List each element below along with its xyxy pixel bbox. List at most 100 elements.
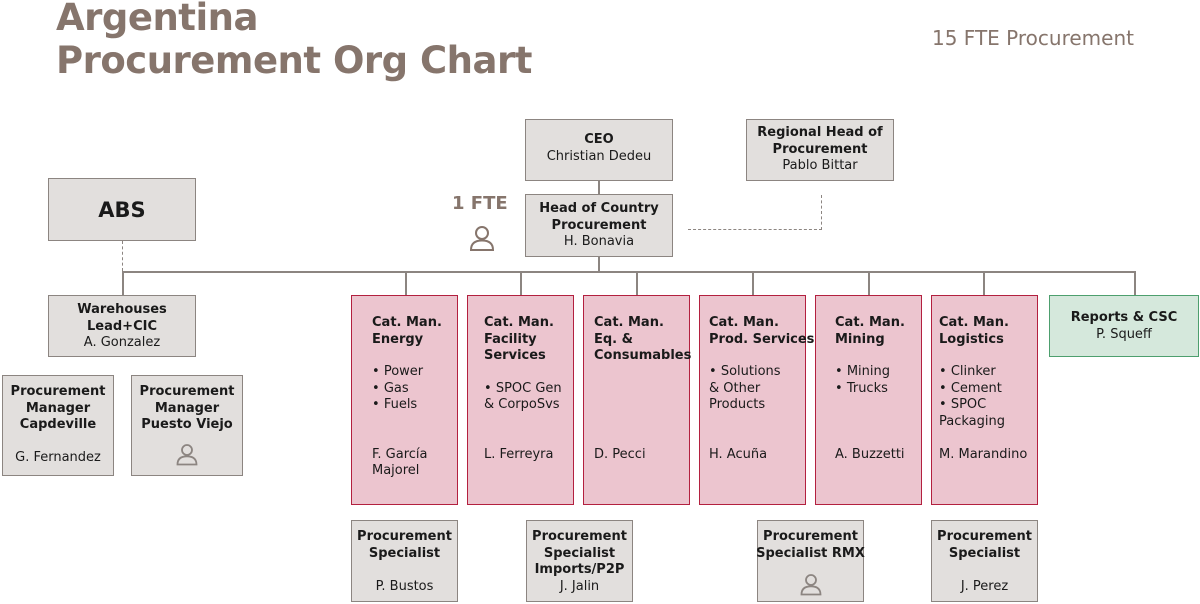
ceo-box: CEO Christian Dedeu: [525, 119, 673, 181]
cat-energy-b3: Fuels: [372, 397, 447, 414]
connector-abs-bus: [122, 241, 123, 271]
cat-prod-b1: Solutions: [709, 364, 795, 381]
spec-bustos-line1: Procurement: [357, 529, 452, 544]
cat-logistics-b1: Clinker: [939, 364, 1027, 381]
spec-bustos-line2: Specialist: [368, 545, 441, 561]
cat-mining-l2: Mining: [835, 331, 885, 347]
warehouses-box: Warehouses Lead+CIC A. Gonzalez: [48, 295, 196, 357]
spec-rmx-line1: Procurement: [763, 529, 858, 544]
warehouses-role-line1: Warehouses: [77, 302, 167, 317]
cat-facility-b1: SPOC Gen: [484, 381, 563, 398]
connector-cat-facility: [520, 271, 522, 295]
pm-puesto-line1: Procurement: [139, 384, 235, 399]
cat-facility-b1b: & CorpoSvs: [484, 397, 560, 412]
cat-facility-l2: Facility: [484, 331, 537, 347]
cat-energy-l1: Cat. Man.: [372, 315, 442, 330]
pm-capdeville-line3: Capdeville: [19, 417, 97, 432]
cat-logistics-l1: Cat. Man.: [939, 315, 1009, 330]
pm-puesto-viejo-box: Procurement Manager Puesto Viejo: [131, 375, 243, 476]
head-role-line2: Procurement: [551, 217, 647, 233]
title-line2: Procurement Org Chart: [56, 39, 532, 82]
cat-mining-b1: Mining: [835, 364, 911, 381]
cat-prod-b1b: & Other: [709, 380, 761, 396]
connector-head-regional-h: [688, 229, 822, 230]
cat-man-logistics-box: Cat. Man. Logistics Clinker Cement SPOC …: [931, 295, 1038, 505]
abs-box: ABS: [48, 178, 196, 241]
spec-perez-name: J. Perez: [960, 579, 1009, 594]
cat-energy-n2: Majorel: [372, 463, 420, 478]
cat-facility-l1: Cat. Man.: [484, 315, 554, 330]
pm-puesto-line2: Manager: [154, 400, 220, 416]
cat-logistics-n1: M. Marandino: [939, 446, 1028, 462]
head-name: H. Bonavia: [563, 234, 635, 249]
cat-mining-b2: Trucks: [835, 381, 911, 398]
spec-bustos-name: P. Bustos: [375, 579, 434, 594]
cat-prod-b1c: Products: [709, 397, 766, 412]
pm-capdeville-line1: Procurement: [10, 384, 106, 399]
cat-man-eq-box: Cat. Man. Eq. & Consumables D. Pecci: [583, 295, 692, 505]
connector-bus: [122, 271, 1135, 273]
title-line1: Argentina: [56, 0, 258, 39]
connector-cat-eq: [636, 271, 638, 295]
specialist-bustos-box: Procurement Specialist P. Bustos: [351, 520, 458, 602]
specialist-jalin-box: Procurement Specialist Imports/P2P J. Ja…: [526, 520, 633, 602]
connector-warehouses: [122, 271, 124, 295]
spec-jalin-line1: Procurement: [532, 529, 627, 544]
connector-cat-prod: [752, 271, 754, 295]
person-icon: [469, 226, 495, 251]
cat-man-prod-box: Cat. Man. Prod. Services Solutions & Oth…: [699, 295, 815, 505]
cat-energy-b2: Gas: [372, 381, 447, 398]
person-icon: [800, 574, 821, 596]
cat-energy-n1: F. García: [372, 446, 428, 462]
cat-logistics-l2: Logistics: [939, 331, 1004, 347]
pm-puesto-line3: Puesto Viejo: [141, 417, 233, 432]
head-of-country-box: Head of Country Procurement H. Bonavia: [525, 194, 673, 257]
cat-mining-n1: A. Buzzetti: [835, 446, 905, 462]
connector-reports: [1134, 271, 1136, 295]
fte-one-label: 1 FTE: [452, 193, 508, 214]
cat-man-mining-box: Cat. Man. Mining Mining Trucks A. Buzzet…: [815, 295, 922, 505]
cat-eq-l1: Cat. Man.: [594, 315, 664, 330]
regional-role-line2: Procurement: [772, 141, 868, 157]
cat-eq-l2: Eq. &: [594, 331, 633, 347]
spec-perez-line1: Procurement: [937, 529, 1032, 544]
cat-man-energy-box: Cat. Man. Energy Power Gas Fuels F. Garc…: [351, 295, 458, 505]
cat-facility-n1: L. Ferreyra: [484, 446, 554, 462]
regional-name: Pablo Bittar: [782, 158, 858, 173]
connector-cat-mining: [868, 271, 870, 295]
cat-mining-l1: Cat. Man.: [835, 315, 905, 330]
connector-head-bus: [598, 256, 600, 272]
spec-jalin-line3: Imports/P2P: [534, 562, 625, 577]
connector-ceo-head: [598, 180, 600, 194]
page-title: Argentina Procurement Org Chart: [56, 0, 532, 82]
cat-prod-n1: H. Acuña: [709, 446, 768, 462]
regional-head-box: Regional Head of Procurement Pablo Bitta…: [746, 119, 894, 181]
cat-man-facility-box: Cat. Man. Facility Services SPOC Gen & C…: [467, 295, 574, 505]
fte-total-label: 15 FTE Procurement: [932, 26, 1134, 50]
warehouses-name: A. Gonzalez: [83, 335, 161, 350]
reports-role: Reports & CSC: [1070, 310, 1178, 325]
spec-rmx-line2: Specialist RMX: [756, 545, 865, 561]
specialist-perez-box: Procurement Specialist J. Perez: [931, 520, 1038, 602]
person-icon: [176, 443, 198, 465]
abs-label: ABS: [98, 197, 146, 222]
cat-logistics-b3b: Packaging: [939, 413, 1005, 429]
pm-capdeville-name: G. Fernandez: [15, 449, 101, 465]
connector-cat-energy: [405, 271, 407, 295]
cat-prod-l2: Prod. Services: [709, 331, 815, 347]
connector-cat-logistics: [983, 271, 985, 295]
cat-energy-l2: Energy: [372, 331, 424, 347]
pm-capdeville-box: Procurement Manager Capdeville G. Fernan…: [2, 375, 114, 476]
connector-head-regional-v: [821, 195, 822, 230]
ceo-name: Christian Dedeu: [546, 148, 652, 164]
spec-jalin-name: J. Jalin: [559, 578, 600, 594]
cat-logistics-b2: Cement: [939, 381, 1027, 398]
cat-facility-l3: Services: [484, 348, 546, 363]
reports-csc-box: Reports & CSC P. Squeff: [1049, 295, 1199, 357]
warehouses-role-line2: Lead+CIC: [87, 318, 157, 334]
head-role-line1: Head of Country: [539, 201, 659, 216]
cat-eq-l3: Consumables: [594, 348, 692, 363]
cat-eq-n1: D. Pecci: [594, 446, 646, 462]
pm-capdeville-line2: Manager: [25, 400, 91, 416]
reports-name: P. Squeff: [1096, 326, 1152, 342]
